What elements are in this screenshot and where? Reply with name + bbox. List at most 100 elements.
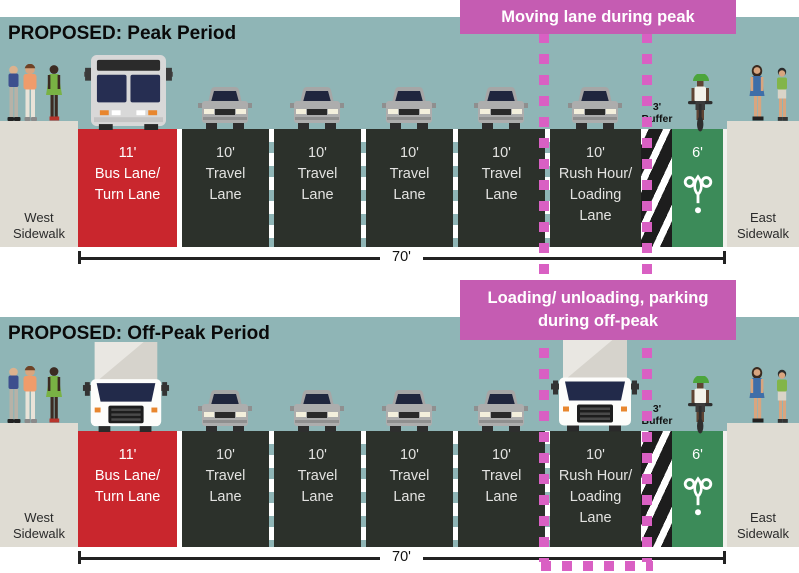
lane-name: Lane <box>485 489 518 505</box>
lane-width-label: 11' <box>118 447 137 463</box>
lane-name: Lane <box>579 510 612 526</box>
lane-separator-dashed <box>361 129 366 247</box>
car-icon <box>288 390 346 432</box>
lane-width-label: 10' <box>308 145 327 161</box>
lane-bus-turn: 11' Bus Lane/ Turn Lane <box>78 129 177 247</box>
cyclist-icon <box>684 376 716 434</box>
cyclist-icon <box>684 74 716 132</box>
lane-separator-dashed <box>453 129 458 247</box>
lane-bike: 6' <box>672 431 723 547</box>
truck-icon <box>82 342 170 432</box>
bike-lane-marking-icon <box>683 476 713 522</box>
lane-name: Travel <box>481 166 522 182</box>
car-icon <box>380 87 438 129</box>
callout-peak: Moving lane during peak <box>460 0 736 34</box>
lane-travel-3: 10' Travel Lane <box>366 431 453 547</box>
lane-name: Bus Lane/ <box>94 166 161 182</box>
lane-name: Turn Lane <box>94 187 161 203</box>
east-sidewalk-label: Sidewalk <box>736 226 790 241</box>
lane-travel-1: 10' Travel Lane <box>182 431 269 547</box>
lane-name: Loading <box>569 187 622 203</box>
highlight-dashed-line-bottom <box>541 561 653 571</box>
lane-name: Lane <box>579 208 612 224</box>
east-sidewalk-label: East <box>749 510 776 525</box>
lane-separator-solid <box>177 129 182 247</box>
lane-name: Travel <box>389 166 430 182</box>
lane-rush-hour-loading: 10' Rush Hour/ Loading Lane <box>550 129 641 247</box>
car-icon <box>472 87 530 129</box>
dimension-tick <box>78 251 81 264</box>
lane-travel-2: 10' Travel Lane <box>274 431 361 547</box>
curb-gap <box>723 431 727 547</box>
truck-icon <box>551 339 639 432</box>
lane-bus-turn: 11' Bus Lane/ Turn Lane <box>78 431 177 547</box>
car-icon <box>288 87 346 129</box>
roadway-peak: 11' Bus Lane/ Turn Lane 10' Travel Lane … <box>78 129 723 247</box>
bus-icon <box>84 55 173 130</box>
lane-bike: 6' <box>672 129 723 247</box>
dimension-tick <box>723 551 726 564</box>
lane-separator-dashed <box>269 431 274 547</box>
roadway-offpeak: 11' Bus Lane/ Turn Lane 10' Travel Lane … <box>78 431 723 547</box>
lane-name: Lane <box>301 187 334 203</box>
lane-rush-hour-loading: 10' Rush Hour/ Loading Lane <box>550 431 641 547</box>
lane-width-label: 10' <box>492 145 511 161</box>
lane-name: Travel <box>297 166 338 182</box>
west-sidewalk-label: West <box>24 210 54 225</box>
pedestrians-icon <box>4 366 68 424</box>
lane-width-label: 10' <box>308 447 327 463</box>
dimension-tick <box>723 251 726 264</box>
panel-title-offpeak: PROPOSED: Off-Peak Period <box>8 323 270 344</box>
lane-width-label: 10' <box>216 145 235 161</box>
east-sidewalk-label: East <box>749 210 776 225</box>
west-sidewalk-offpeak: West Sidewalk <box>0 423 78 547</box>
lane-name: Rush Hour/ <box>558 166 633 182</box>
lane-name: Lane <box>393 489 426 505</box>
lane-name: Loading <box>569 489 622 505</box>
west-sidewalk-label: Sidewalk <box>12 526 66 541</box>
callout-offpeak: Loading/ unloading, parking during off-p… <box>460 280 736 340</box>
car-icon <box>566 87 624 129</box>
lane-width-label: 10' <box>492 447 511 463</box>
pedestrians-icon <box>746 366 796 424</box>
curb-gap <box>723 129 727 247</box>
lane-name: Lane <box>209 187 242 203</box>
bike-lane-marking-icon <box>683 174 713 220</box>
pedestrians-icon <box>4 64 68 122</box>
lane-name: Lane <box>485 187 518 203</box>
east-sidewalk-label: Sidewalk <box>736 526 790 541</box>
lane-name: Rush Hour/ <box>558 468 633 484</box>
car-icon <box>472 390 530 432</box>
lane-width-label: 10' <box>586 145 605 161</box>
west-sidewalk-label: Sidewalk <box>12 226 66 241</box>
buffer-label-peak: 3' Buffer <box>641 101 673 125</box>
dimension-tick <box>78 551 81 564</box>
lane-separator-dashed <box>453 431 458 547</box>
west-sidewalk-label: West <box>24 510 54 525</box>
lane-name: Travel <box>205 166 246 182</box>
lane-travel-4: 10' Travel Lane <box>458 129 545 247</box>
dimension-label-peak: 70' <box>78 248 725 266</box>
east-sidewalk-peak: East Sidewalk <box>727 121 799 247</box>
car-icon <box>196 87 254 129</box>
pedestrians-icon <box>746 64 796 122</box>
lane-width-label: 11' <box>118 145 137 161</box>
lane-name: Lane <box>393 187 426 203</box>
lane-name: Travel <box>297 468 338 484</box>
panel-title-peak: PROPOSED: Peak Period <box>8 23 237 44</box>
lane-travel-4: 10' Travel Lane <box>458 431 545 547</box>
east-sidewalk-offpeak: East Sidewalk <box>727 423 799 547</box>
lane-width-label: 6' <box>692 447 703 463</box>
lane-travel-2: 10' Travel Lane <box>274 129 361 247</box>
lane-separator-dashed <box>269 129 274 247</box>
lane-name: Bus Lane/ <box>94 468 161 484</box>
lane-width-label: 10' <box>400 145 419 161</box>
lane-travel-1: 10' Travel Lane <box>182 129 269 247</box>
lane-width-label: 10' <box>586 447 605 463</box>
lane-travel-3: 10' Travel Lane <box>366 129 453 247</box>
lane-width-label: 10' <box>216 447 235 463</box>
west-sidewalk-peak: West Sidewalk <box>0 121 78 247</box>
lane-separator-dashed <box>361 431 366 547</box>
lane-separator-solid <box>177 431 182 547</box>
